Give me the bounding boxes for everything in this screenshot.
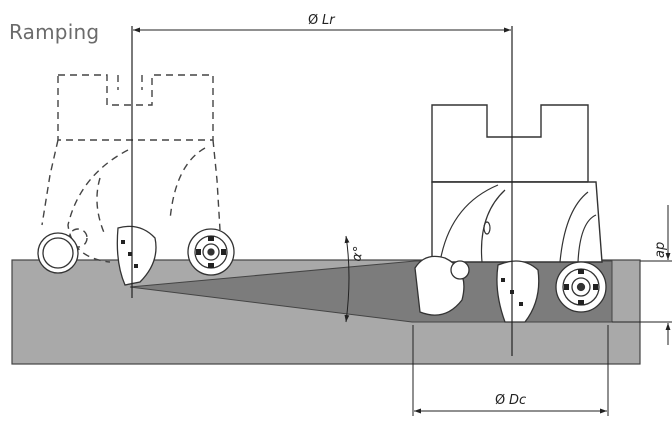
start-position-cutter: [41, 74, 221, 263]
end-position-cutter: [431, 104, 603, 263]
diagram-title: Ramping: [9, 20, 100, 44]
start-position-inserts: [37, 225, 235, 286]
start-insert-teeth: [196, 236, 226, 268]
end-position-inserts: [414, 255, 607, 323]
ap-label: ap: [653, 242, 668, 258]
alpha-arc: [344, 235, 350, 323]
ramp-cut-area: [129, 260, 613, 323]
end-cutter-details: [432, 181, 597, 263]
lr-label: Lr: [322, 13, 336, 28]
dc-diameter-symbol: Ø: [495, 393, 505, 408]
dc-label: Dc: [509, 393, 526, 408]
lr-diameter-symbol: Ø: [308, 13, 318, 28]
alpha-label: α°: [349, 245, 367, 263]
